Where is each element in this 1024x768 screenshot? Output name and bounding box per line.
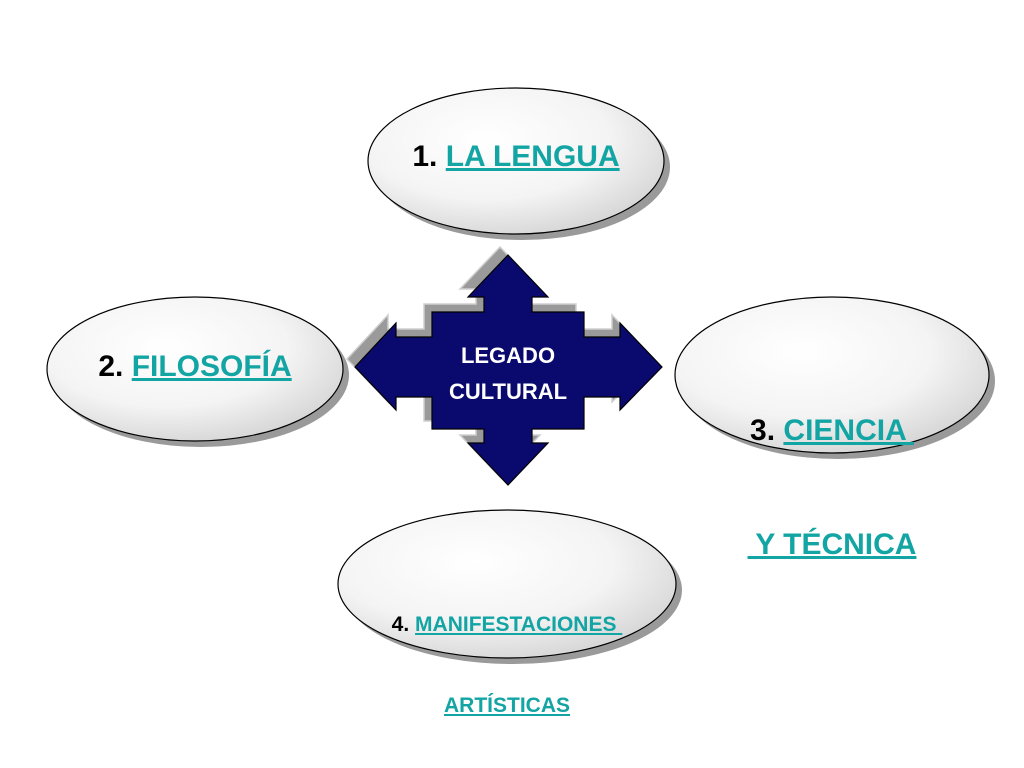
node-4-line2: ARTÍSTICAS [338, 692, 676, 719]
oval-node-2[interactable] [46, 296, 349, 447]
center-arrow-shape [354, 254, 663, 486]
node-4-link-line2[interactable]: ARTÍSTICAS [444, 694, 570, 717]
oval-node-4[interactable] [337, 509, 682, 664]
node-2-link[interactable]: FILOSOFÍA [131, 350, 292, 383]
node-3-number: 3. [750, 414, 776, 447]
center-label: LEGADO CULTURAL [430, 338, 586, 410]
node-4-line1: 4. MANIFESTACIONES [338, 611, 676, 638]
node-4-link-line1[interactable]: MANIFESTACIONES [415, 613, 623, 636]
node-1-link[interactable]: LA LENGUA [445, 140, 620, 173]
node-2-label: 2. FILOSOFÍA [47, 349, 343, 385]
center-label-line2: CULTURAL [448, 379, 568, 404]
node-2-number: 2. [98, 350, 124, 383]
node-3-line2: Y TÉCNICA [675, 526, 989, 564]
node-4-label: 4. MANIFESTACIONES ARTÍSTICAS [338, 557, 676, 768]
oval-node-1[interactable] [367, 87, 670, 240]
center-label-line1: LEGADO [460, 343, 556, 368]
node-1-number: 1. [412, 140, 438, 173]
node-4-number: 4. [391, 613, 410, 636]
node-3-link-line2[interactable]: Y TÉCNICA [747, 528, 917, 561]
node-3-label: 3. CIENCIA Y TÉCNICA [675, 336, 989, 640]
node-3-line1: 3. CIENCIA [675, 412, 989, 450]
node-1-label: 1. LA LENGUA [368, 139, 664, 175]
oval-node-3[interactable] [674, 296, 995, 459]
node-3-link-line1[interactable]: CIENCIA [783, 414, 914, 447]
